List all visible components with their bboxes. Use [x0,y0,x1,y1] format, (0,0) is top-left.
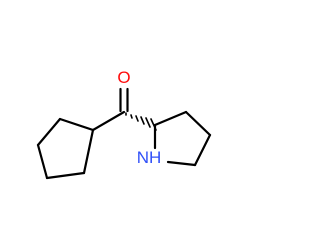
ring-to-carbonyl-bond [91,110,126,132]
molecule-structure-diagram: O NH [36,68,212,180]
ring-bond [36,143,49,180]
hash-line [135,115,139,122]
nitrogen-atom-label: NH [137,148,162,167]
carbonyl-double-bond [119,87,129,113]
hash-line [145,117,151,128]
ring-bond [153,110,188,127]
ring-bond [82,128,95,175]
ring-bond [36,117,62,147]
ring-bond [193,133,212,167]
ring-bond [45,171,86,180]
cyclopentane-ring [36,117,95,180]
oxygen-atom-label: O [117,68,130,87]
pyrrolidine-ring [153,110,212,167]
hash-line [130,114,133,119]
hashed-wedge-bond [125,112,157,131]
ring-bond [58,117,95,132]
ring-bond [184,110,212,137]
hash-line [140,116,145,125]
ring-bond [166,160,197,167]
